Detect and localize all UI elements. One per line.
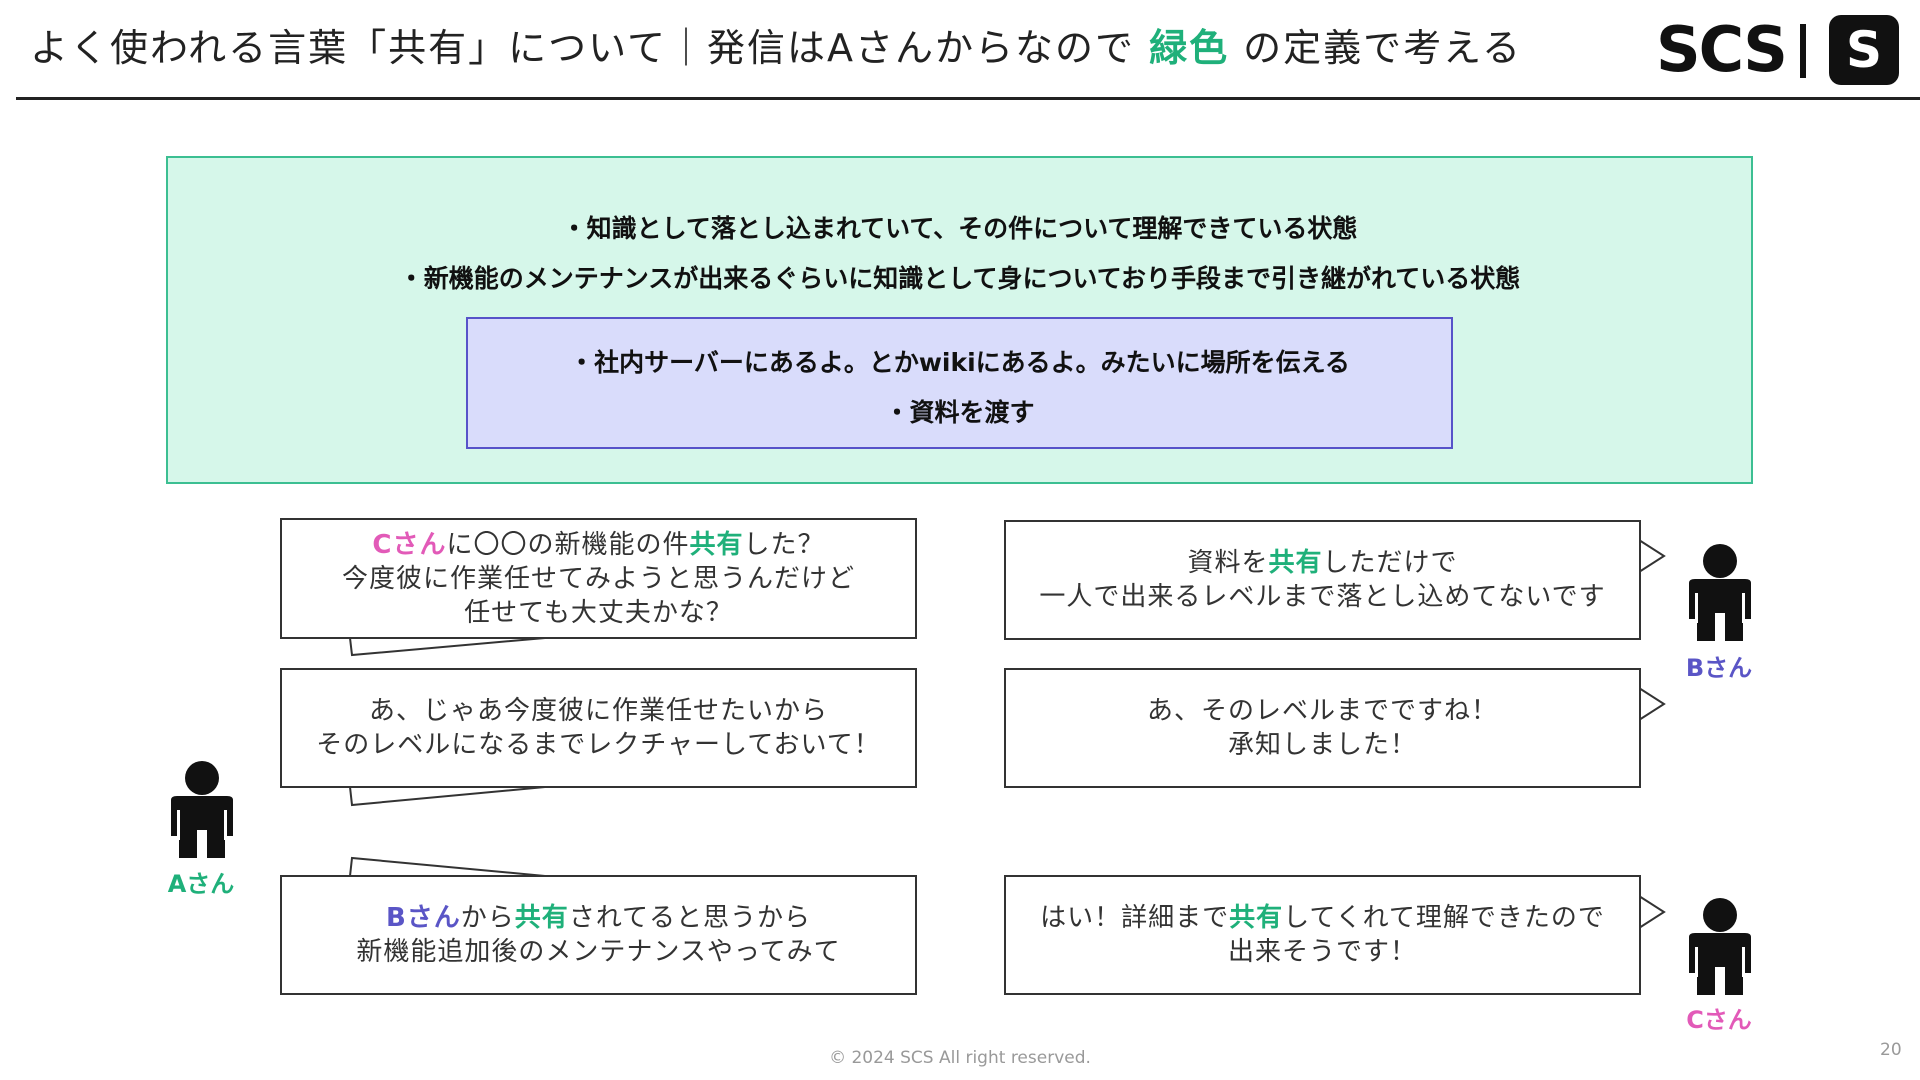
person-c-icon [1689,898,1751,995]
person-b-icon [1689,544,1751,641]
bubble-text: しただけで [1322,548,1458,578]
speech-bubble-c-1: はい！詳細まで共有してくれて理解できたので 出来そうです！ [1004,875,1641,995]
logo-divider [1800,24,1806,78]
bubble-text: されてると思うから [568,903,812,933]
keyword-share: 共有 [514,903,569,933]
bubble-b-2-line-2: 承知しました！ [1227,730,1417,760]
bubble-text: してくれて理解できたので [1283,903,1605,933]
speech-bubble-b-1: 資料を共有しただけで 一人で出来るレベルまで落とし込めてないです [1004,520,1641,640]
bubble-text: 資料を [1187,548,1269,578]
copyright-notice: © 2024 SCS All right reserved. [829,1048,1091,1068]
person-b-label: Bさん [1685,654,1753,682]
purple-definition-box [466,317,1453,449]
green-definition-line-1: ・知識として落とし込まれていて、その件について理解できている状態 [561,214,1358,243]
bubble-text: はい！詳細まで [1040,903,1230,933]
name-b: Bさん [385,903,461,933]
speech-bubble-a-2: あ、じゃあ今度彼に作業任せたいから そのレベルになるまでレクチャーしておいて！ [280,668,917,788]
bubble-a-2-line-1: あ、じゃあ今度彼に作業任せたいから [368,696,828,726]
bubble-b-1-line-1: 資料を共有しただけで [1187,546,1457,580]
speech-bubble-b-2: あ、そのレベルまでですね！ 承知しました！ [1004,668,1641,788]
bubble-text: に〇〇の新機能の件 [446,529,690,560]
page-title: よく使われる言葉「共有」について｜発信はAさんからなので 緑色 の定義で考える [30,22,1522,74]
scs-logo-icon: S [1829,15,1899,85]
bubble-text: から [460,903,515,933]
keyword-share: 共有 [1229,903,1284,933]
logo-icon-letter: S [1845,21,1882,79]
bubble-b-2-line-1: あ、そのレベルまでですね！ [1146,696,1498,726]
scs-logo: SCS [1656,13,1788,86]
person-a-label: Aさん [167,870,235,898]
bubble-a-3-line-2: 新機能追加後のメンテナンスやってみて [356,937,841,967]
bubble-a-3-line-1: Bさんから共有されてると思うから [386,901,811,935]
purple-definition-line-1: ・社内サーバーにあるよ。とかwikiにあるよ。みたいに場所を伝える [569,348,1350,377]
bubble-b-1-line-2: 一人で出来るレベルまで落とし込めてないです [1039,582,1606,612]
bubble-a-1-line-1: Cさんに〇〇の新機能の件共有した？ [372,528,824,562]
page-number: 20 [1880,1040,1902,1060]
bubble-text: した？ [743,529,825,560]
bubble-c-1-line-2: 出来そうです！ [1227,937,1417,967]
bubble-a-1-line-2: 今度彼に作業任せてみようと思うんだけど [341,563,855,594]
speech-bubble-a-1: Cさんに〇〇の新機能の件共有した？ 今度彼に作業任せてみようと思うんだけど 任せ… [280,518,917,639]
title-divider [16,97,1920,100]
bubble-c-1-line-1: はい！詳細まで共有してくれて理解できたので [1040,901,1605,935]
speech-bubble-a-3: Bさんから共有されてると思うから 新機能追加後のメンテナンスやってみて [280,875,917,995]
title-suffix: の定義で考える [1243,26,1523,70]
bubble-a-1-line-3: 任せても大丈夫かな？ [464,597,733,628]
bubble-a-2-line-2: そのレベルになるまでレクチャーしておいて！ [316,730,881,760]
name-c: Cさん [372,529,447,560]
purple-definition-line-2: ・資料を渡す [884,398,1035,427]
title-accent: 緑色 [1149,26,1230,70]
green-definition-line-2: ・新機能のメンテナンスが出来るぐらいに知識として身についており手段まで引き継がれ… [398,264,1521,293]
keyword-share: 共有 [689,529,744,560]
person-c-label: Cさん [1686,1006,1752,1034]
keyword-share: 共有 [1268,548,1323,578]
person-a-icon [171,761,233,858]
title-prefix: よく使われる言葉「共有」について｜発信はAさんからなので [30,26,1135,70]
